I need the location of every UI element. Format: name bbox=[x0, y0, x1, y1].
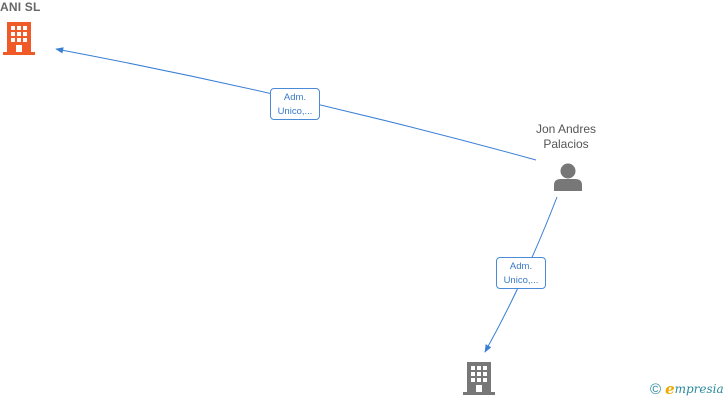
person-label-line2: Palacios bbox=[543, 137, 589, 151]
edge-label-line2: Unico,... bbox=[503, 275, 539, 286]
person-label[interactable]: Jon Andres Palacios bbox=[516, 122, 616, 152]
building-icon[interactable] bbox=[463, 360, 495, 396]
person-icon[interactable] bbox=[553, 162, 583, 192]
company-top-label[interactable]: ANI SL bbox=[0, 0, 41, 14]
edge-label-company-top[interactable]: Adm. Unico,... bbox=[270, 88, 320, 120]
edge-label-line1: Adm. bbox=[283, 92, 307, 103]
building-icon[interactable] bbox=[3, 20, 35, 56]
brand-name: mpresia bbox=[674, 382, 724, 396]
edge-label-line2: Unico,... bbox=[277, 106, 313, 117]
brand-initial: e bbox=[665, 380, 675, 398]
person-label-line1: Jon Andres bbox=[535, 122, 597, 136]
brand-logo: © e mpresia bbox=[650, 379, 724, 399]
copyright-icon: © bbox=[650, 380, 662, 398]
edge-label-company-bottom[interactable]: Adm. Unico,... bbox=[496, 257, 546, 289]
edge-label-line1: Adm. bbox=[509, 261, 533, 272]
